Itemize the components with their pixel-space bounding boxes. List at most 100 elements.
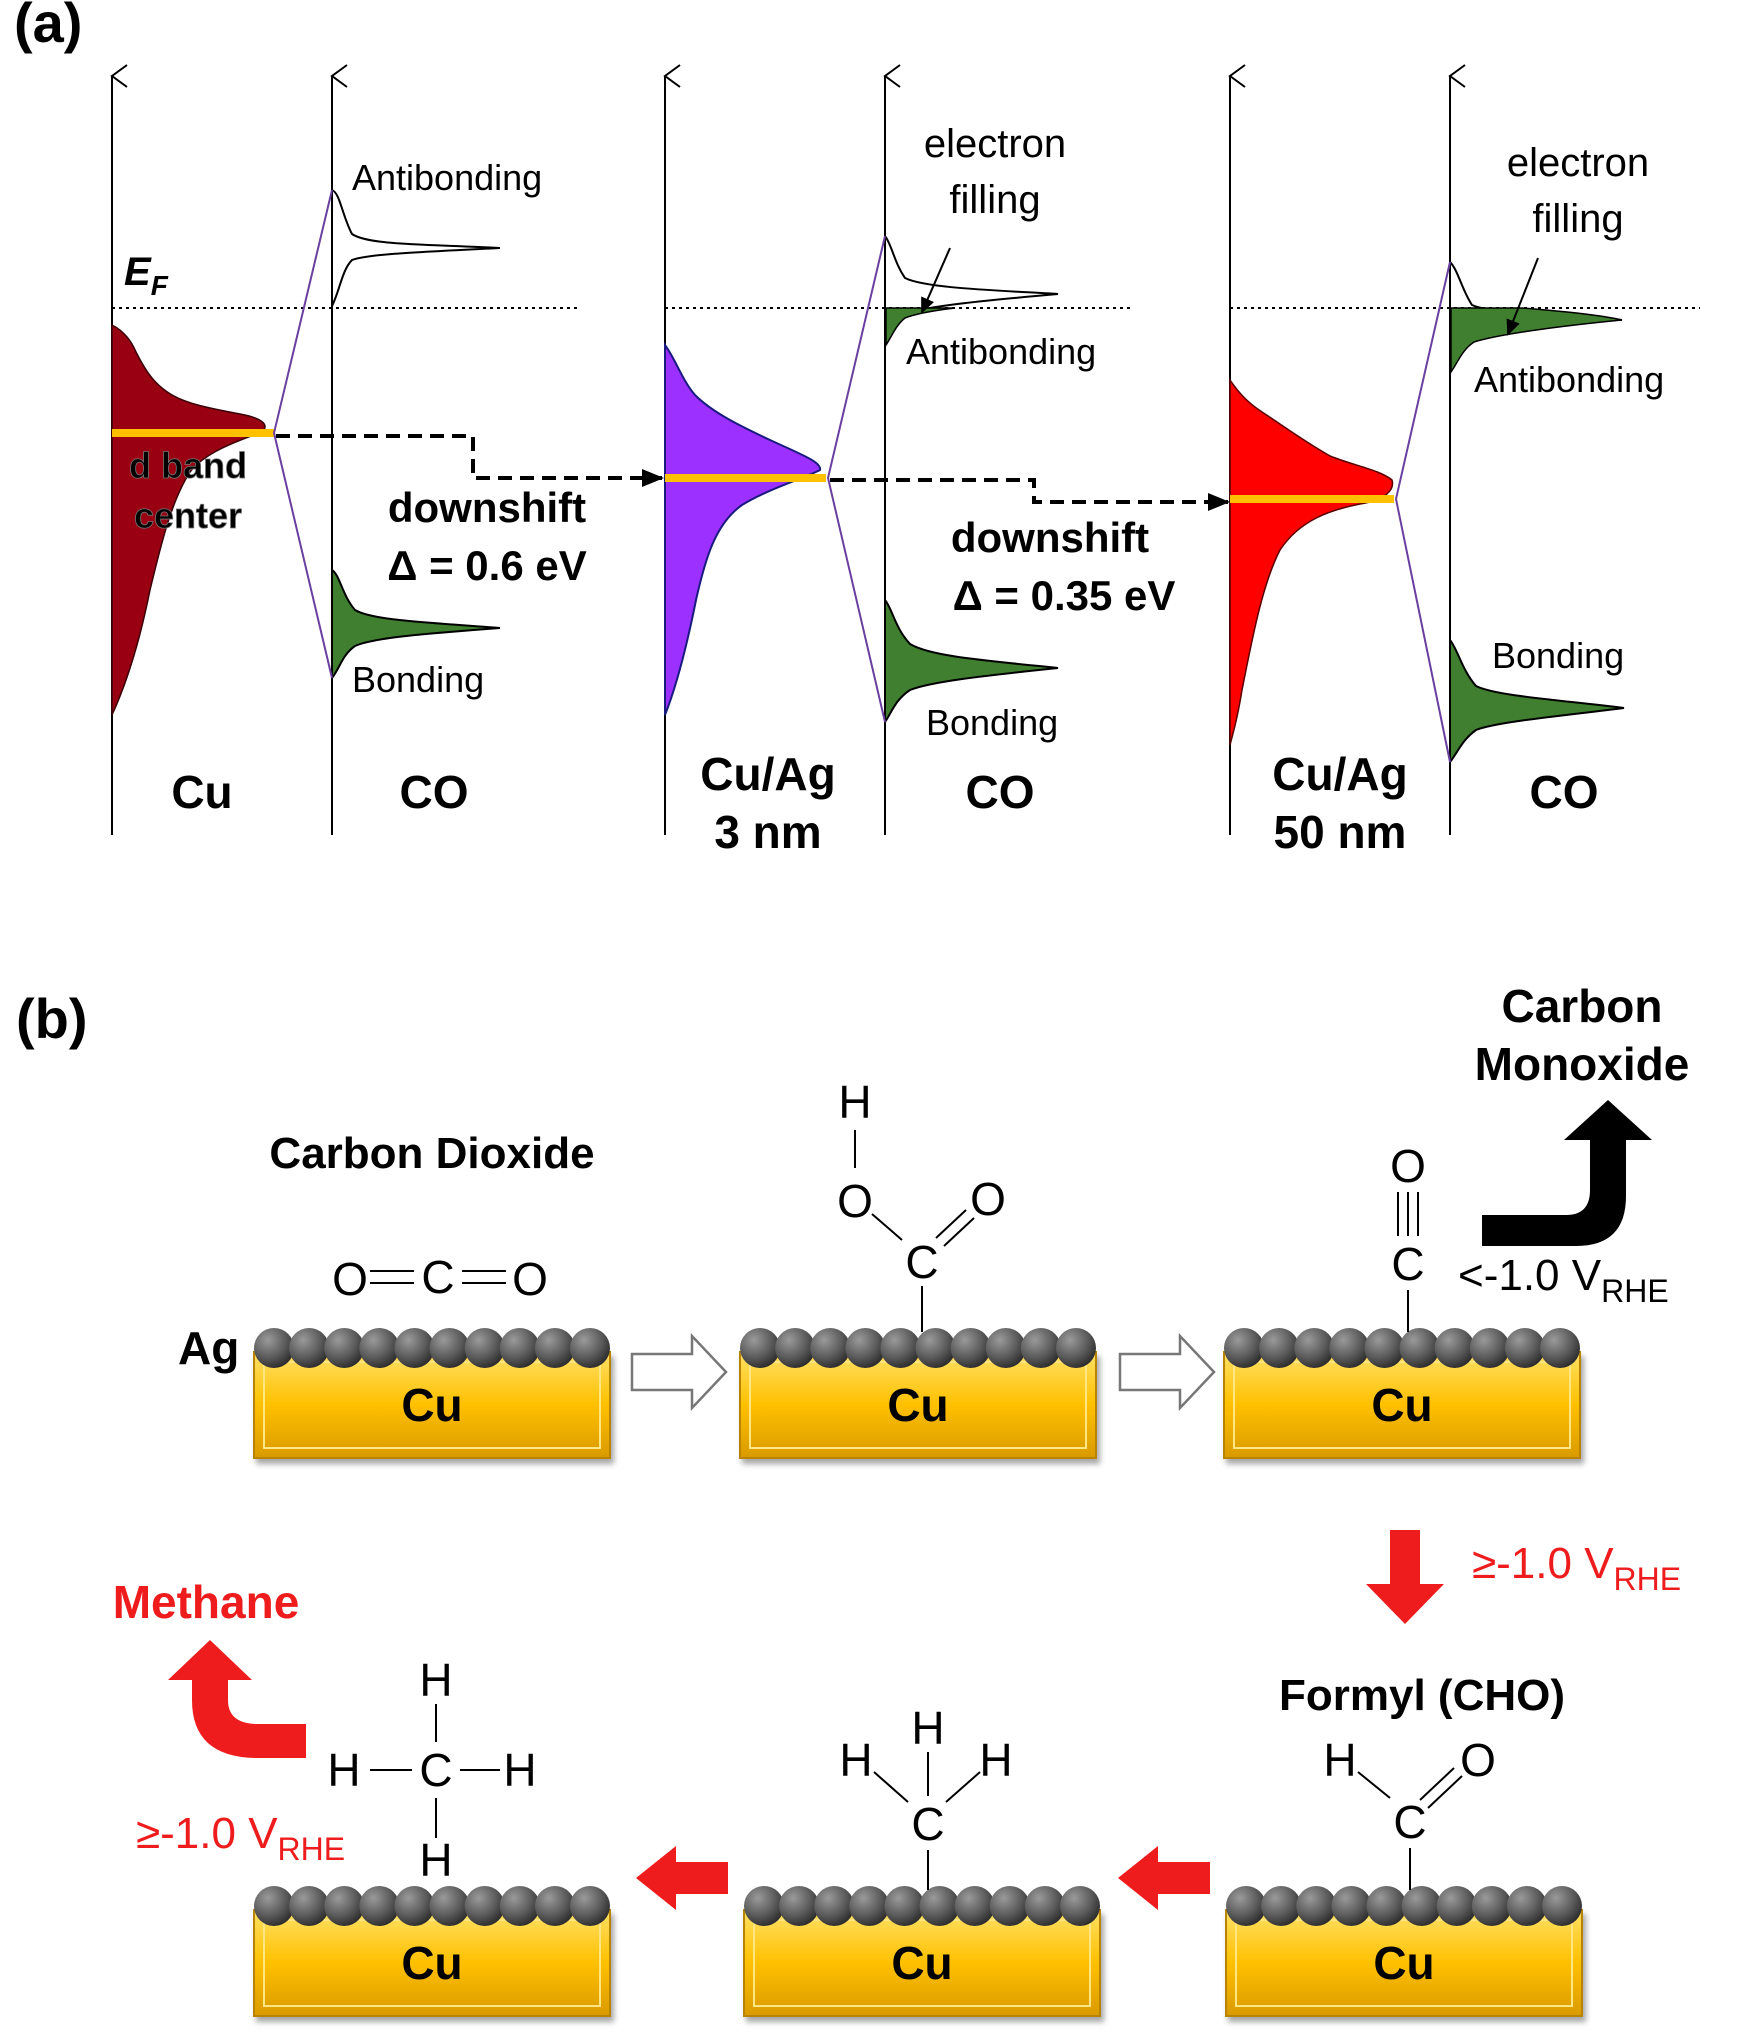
cu-substrate-label: Cu <box>1373 1937 1434 1989</box>
cu-substrate-6 <box>1225 1909 1583 2017</box>
step-arrow-3 <box>1118 1846 1210 1910</box>
ag-atom <box>740 1328 780 1368</box>
cu-substrate-bevel <box>753 1919 1091 2007</box>
ag-atom <box>429 1886 470 1926</box>
co-bonding-peak-3 <box>1449 637 1625 765</box>
system-label-co-2: CO <box>966 766 1035 818</box>
ag-atom <box>919 1886 960 1926</box>
methane-atom-c: C <box>419 1744 452 1796</box>
downshift-arrow-1 <box>276 434 664 487</box>
co-intermediate: O C <box>1390 1140 1426 1332</box>
ag-atom <box>359 1886 400 1926</box>
bonding-label-1: Bonding <box>352 659 484 700</box>
cu-substrate-5 <box>743 1909 1101 2017</box>
ag-atom <box>1504 1328 1545 1368</box>
ag-atom <box>1331 1886 1372 1926</box>
antibonding-label-1: Antibonding <box>352 157 542 198</box>
methyl-bond <box>873 1771 909 1803</box>
co2-atom-o-left: O <box>332 1253 368 1305</box>
ag-atom <box>534 1328 575 1368</box>
ag-atom <box>1024 1886 1065 1926</box>
methyl-atom-h-top: H <box>911 1702 944 1754</box>
downshift-title-2: downshift <box>951 514 1149 561</box>
ag-atom <box>429 1328 470 1368</box>
orbital-mixing-lines-3 <box>1394 261 1451 763</box>
methane-atom-h-top: H <box>419 1654 452 1706</box>
co-bonding-peak-2 <box>884 597 1059 726</box>
orbital-mixing-lines-1 <box>272 189 333 679</box>
ag-atom <box>1294 1328 1335 1368</box>
ag-atom <box>254 1886 294 1926</box>
ag-atom <box>1401 1886 1442 1926</box>
cu-substrate-3 <box>1223 1351 1581 1459</box>
cooh-bond <box>871 1213 903 1241</box>
co-product-arrow <box>1482 1100 1652 1246</box>
ag-atom <box>499 1328 540 1368</box>
co-bonding-peak-1 <box>331 568 501 681</box>
co-atom-c: C <box>1391 1238 1424 1290</box>
formyl-atom-h: H <box>1323 1734 1356 1786</box>
formyl-bond <box>1419 1767 1455 1801</box>
ag-atom <box>744 1886 784 1926</box>
ag-atom <box>324 1328 365 1368</box>
ag-atom <box>845 1328 886 1368</box>
methane-atom-h-bottom: H <box>419 1834 452 1886</box>
cu-substrate-4 <box>253 1909 611 2017</box>
downshift-value-2: Δ = 0.35 eV <box>953 572 1176 619</box>
cu-substrate-label: Cu <box>1371 1379 1432 1431</box>
ag-atom <box>1329 1328 1370 1368</box>
ag-atom <box>775 1328 816 1368</box>
methane-product-arrow <box>168 1640 306 1758</box>
cu-substrate-label: Cu <box>887 1379 948 1431</box>
co-antibonding-filled-2 <box>885 307 956 348</box>
system-label-co-1: CO <box>400 766 469 818</box>
ag-atom <box>1060 1886 1100 1926</box>
formyl-intermediate: H C O <box>1323 1734 1496 1890</box>
ag-atom <box>1226 1886 1266 1926</box>
ag-atom <box>814 1886 855 1926</box>
formyl-potential-label: ≥-1.0 VRHE <box>1472 1539 1681 1597</box>
cu-substrate-label: Cu <box>401 1379 462 1431</box>
ag-atom <box>849 1886 890 1926</box>
methyl-atom-c: C <box>911 1798 944 1850</box>
cu-substrate-bevel <box>263 1919 601 2007</box>
methane-molecule: H H C H H <box>327 1654 536 1886</box>
ag-atom <box>810 1328 851 1368</box>
cooh-intermediate: H O C O <box>837 1076 1006 1332</box>
ag-atom <box>1364 1328 1405 1368</box>
ag-atom <box>570 1328 610 1368</box>
cooh-bond <box>935 1209 967 1239</box>
fermi-level-label: EF <box>124 250 169 301</box>
ag-atom <box>499 1886 540 1926</box>
methane-atom-h-right: H <box>503 1744 536 1796</box>
cu-substrate-label: Cu <box>401 1937 462 1989</box>
co-antibonding-filled-3 <box>1450 307 1623 375</box>
downshift-title-1: downshift <box>388 484 586 531</box>
ag-atom <box>394 1886 435 1926</box>
cu-substrate-bevel <box>1233 1361 1571 1449</box>
ag-atom <box>985 1328 1026 1368</box>
ag-atom <box>1471 1886 1512 1926</box>
co-atom-o: O <box>1390 1140 1426 1192</box>
co2-atom-c: C <box>421 1251 454 1303</box>
cu-substrate-1 <box>253 1351 611 1459</box>
ag-atom <box>1469 1328 1510 1368</box>
ag-atom <box>359 1328 400 1368</box>
antibonding-label-3: Antibonding <box>1474 359 1664 400</box>
methane-title: Methane <box>113 1576 300 1628</box>
cu-substrate-bevel <box>263 1361 601 1449</box>
antibonding-label-2: Antibonding <box>906 331 1096 372</box>
co-antibonding-peak-2 <box>884 235 1059 347</box>
formyl-step-arrow <box>1366 1530 1444 1624</box>
co-potential-label: <-1.0 VRHE <box>1458 1251 1669 1309</box>
system-label-co-3: CO <box>1530 766 1599 818</box>
system-label-cu: Cu <box>171 766 232 818</box>
ag-atom <box>394 1328 435 1368</box>
formyl-title: Formyl (CHO) <box>1279 1671 1565 1720</box>
panel-b-label: (b) <box>16 987 88 1050</box>
formyl-atom-c: C <box>1393 1796 1426 1848</box>
